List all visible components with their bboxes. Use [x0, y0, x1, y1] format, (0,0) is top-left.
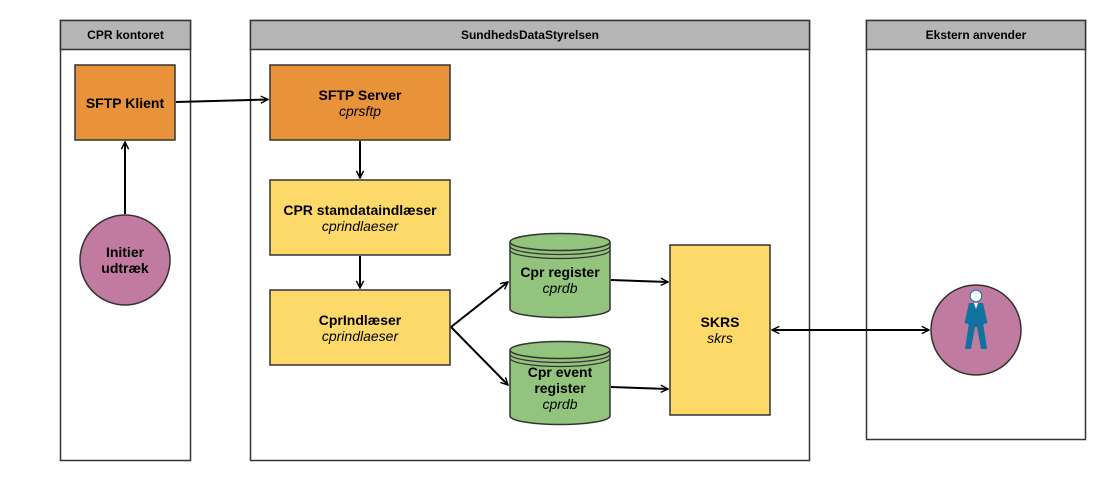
cpr-register-cylinder — [509, 242, 611, 319]
edge-register-to-skrs — [610, 280, 668, 282]
cpr-event-ring-2 — [509, 357, 611, 368]
node-cpr-event-register: Cpr event register cprdb — [509, 340, 611, 426]
cprindlaeser-box — [269, 289, 451, 366]
node-external-user — [930, 284, 1022, 376]
edge-cprindlaeser-to-event — [450, 326, 508, 385]
skrs-subtitle: skrs — [707, 330, 733, 346]
node-sftp-server: SFTP Server cprsftp — [269, 64, 451, 141]
cprindlaeser-subtitle: cprindlaeser — [322, 328, 400, 344]
edges — [125, 100, 929, 390]
cpr-event-ring-1 — [509, 353, 611, 364]
lane-ext-title: Ekstern anvender — [926, 28, 1027, 42]
node-skrs: SKRS skrs — [669, 244, 771, 416]
lane-ext-body — [865, 19, 1087, 441]
node-cprindlaeser: CprIndlæser cprindlaeser — [269, 289, 451, 366]
node-cpr-register: Cpr register cprdb — [509, 232, 611, 319]
sftp-server-box — [269, 64, 451, 141]
initier-label-line1: Initier — [106, 244, 145, 260]
cpr-event-title-line2: register — [534, 380, 586, 396]
lane-ekstern-anvender: Ekstern anvender — [865, 19, 1087, 441]
skrs-box — [669, 244, 771, 416]
cpr-register-ring-2 — [509, 249, 611, 260]
stamdata-title: CPR stamdataindlæser — [283, 202, 437, 218]
cpr-event-subtitle: cprdb — [542, 396, 577, 412]
cpr-register-title: Cpr register — [520, 264, 600, 280]
sftp-klient-box — [74, 64, 176, 141]
cpr-event-top — [509, 340, 611, 360]
sftp-klient-label: SFTP Klient — [86, 95, 165, 111]
cpr-register-subtitle: cprdb — [542, 280, 577, 296]
initier-circle — [79, 214, 171, 306]
stamdata-box — [269, 179, 451, 256]
cpr-register-ring-1 — [509, 245, 611, 256]
cpr-event-cylinder — [509, 350, 611, 426]
person-icon — [964, 289, 988, 349]
edge-event-to-skrs — [610, 387, 668, 389]
lane-cpr-title: CPR kontoret — [87, 28, 164, 42]
lane-sds-header — [249, 19, 811, 51]
cprindlaeser-title: CprIndlæser — [319, 312, 402, 328]
node-initier-udtraek: Initier udtræk — [79, 214, 171, 306]
edge-client-to-server — [175, 100, 268, 103]
edge-cprindlaeser-to-register — [450, 282, 508, 328]
lane-cpr-header — [59, 19, 192, 51]
sftp-server-subtitle: cprsftp — [339, 103, 381, 119]
cpr-event-title-line1: Cpr event — [528, 364, 593, 380]
node-cpr-stamdataindlaeser: CPR stamdataindlæser cprindlaeser — [269, 179, 451, 256]
initier-label-line2: udtræk — [101, 260, 149, 276]
external-user-circle — [930, 284, 1022, 376]
stamdata-subtitle: cprindlaeser — [322, 218, 400, 234]
cpr-register-top — [509, 232, 611, 252]
sftp-server-title: SFTP Server — [318, 87, 402, 103]
node-sftp-klient: SFTP Klient — [74, 64, 176, 141]
lane-ext-header — [865, 19, 1087, 51]
lane-sds-title: SundhedsDataStyrelsen — [461, 28, 599, 42]
skrs-title: SKRS — [701, 314, 740, 330]
